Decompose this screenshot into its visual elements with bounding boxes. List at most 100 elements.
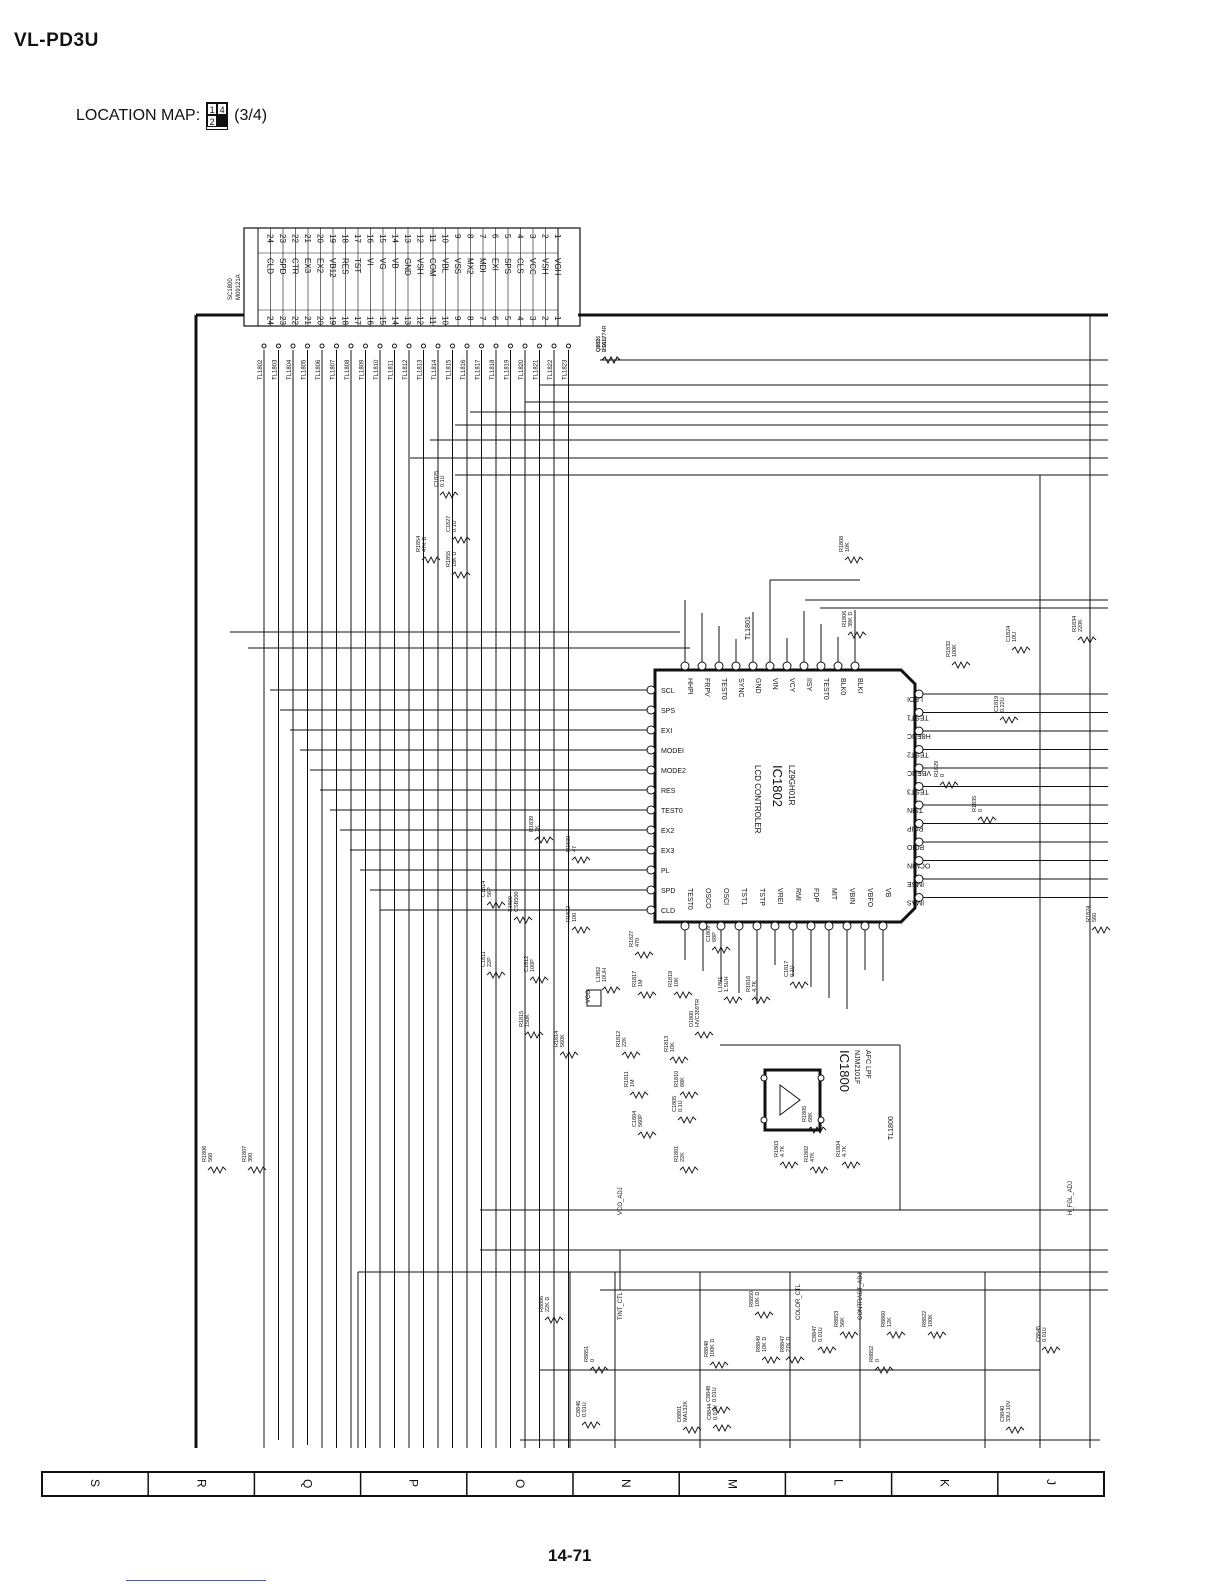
connector-pin-number: 4 [515,234,524,239]
component-ref: C1817 [784,961,790,977]
ic1802-pin-label: VREI [776,888,783,904]
ic1802-pin-left [646,865,656,875]
testpoint-label: TL1809 [360,359,366,380]
component-ref: R8849 [756,1336,762,1352]
component-ref: R8850 [749,1291,755,1307]
connector-pin-number: 3 [528,234,537,239]
testpoint-marker [334,343,339,349]
ic1802-pin-label: OCMIN [907,862,930,869]
tl1800-label: TL1800 [888,1116,895,1140]
component-ref: R1814 [554,1031,560,1047]
component-ref: R1854 [416,536,422,552]
connector-pin-number: 11 [428,234,437,243]
testpoint-marker [421,343,426,349]
ic1800-pin [760,1074,768,1082]
grid-letter: S [88,1479,102,1487]
testpoint-label: TL1816 [461,359,467,380]
component-ref: D8801 [677,1406,683,1422]
component-symbol [751,995,771,1005]
component-ref: R1829 [934,761,940,777]
connector-pin-number: 7 [478,316,487,321]
footer-rule [126,1580,266,1581]
ic1800-pin [760,1116,768,1124]
testpoint-marker [493,343,499,349]
ic1802-pin-label: H8ENC [907,732,931,739]
component-ref: R1824 [1086,906,1092,922]
connector-pin-number: 2 [540,316,549,321]
testpoint-label: TL1808 [345,359,351,380]
grid-letter: N [619,1479,633,1488]
component-ref: C1824 [1006,626,1012,642]
ic1802-pin-bottom [770,921,780,931]
testpoint-marker [464,343,470,349]
ic1802-pin-right [914,819,924,828]
ic1802-pin-right [914,782,924,791]
component-value: 27K D [786,1337,792,1352]
component-ref: C1809 [706,926,712,942]
component-symbol [637,1130,657,1140]
testpoint-label: TL1806 [316,359,322,380]
ic1802-pin-label: VBIN [848,888,855,904]
connector-signal: EX3 [303,258,312,274]
ic1802-pin-label: VBFO [866,888,873,908]
component-ref: R1855 [446,551,452,567]
testpoint-marker [261,343,267,349]
ic1802-pin-label: BLKI [856,678,863,693]
ic1802-pin-top [731,661,741,671]
component-symbol [789,980,809,990]
testpoint-label: TL1823 [563,359,569,380]
component-value: 47K D [422,537,428,552]
component-symbol [927,1330,947,1340]
grid-letter: L [832,1479,846,1486]
location-map-label: LOCATION MAP: [76,107,201,124]
component-ref: R1810 [674,1071,680,1087]
component-symbol [844,555,864,565]
component-ref: R1834 [1072,616,1078,632]
ic1802-pin-right [914,726,924,736]
grid-letter: R [194,1479,208,1488]
connector-pin-number: 3 [528,316,537,321]
component-ref: R1812 [616,1031,622,1047]
component-symbol [621,1050,641,1060]
ic1802-pin-right [914,856,924,865]
ic1802-pin-top [714,661,724,671]
testpoint-marker [392,343,397,349]
component-ref: R1811 [624,1071,630,1087]
connector-signal: CLD [265,258,274,274]
ic1802-pin-label: MIT [830,888,837,901]
connector-pin-number: 6 [490,234,499,239]
component-symbol [629,1090,649,1100]
connector-pin-number: 7 [478,234,487,239]
ic1802-pin-label: TEST0 [822,678,829,700]
component-symbol [779,1160,799,1170]
component-value: 22K [622,1037,628,1047]
component-value: 4.7K [842,1145,848,1157]
connector-signal: VGH [553,258,562,276]
ic1802-pin-bottom [752,921,762,931]
ic1802-pin-right [914,874,924,884]
component-symbol [486,900,506,910]
ic1800-body [763,1068,822,1132]
component-ref: R1816 [746,976,752,992]
component-value: 22K [680,1152,686,1162]
component-symbol [571,855,591,865]
component-value: 0 [875,1359,881,1362]
ic1802-pin-bottom [680,921,690,931]
connector-pin-number: 19 [328,234,337,243]
component-symbol [694,1030,714,1040]
component-ref: D1800 [689,1011,695,1027]
testpoint-marker [377,343,383,349]
ic1802-ref: IC1802 [770,765,785,807]
connector-signal: VG [378,258,387,270]
connector-pin-number: 24 [265,316,274,325]
connector-signal: MX2 [465,258,474,275]
